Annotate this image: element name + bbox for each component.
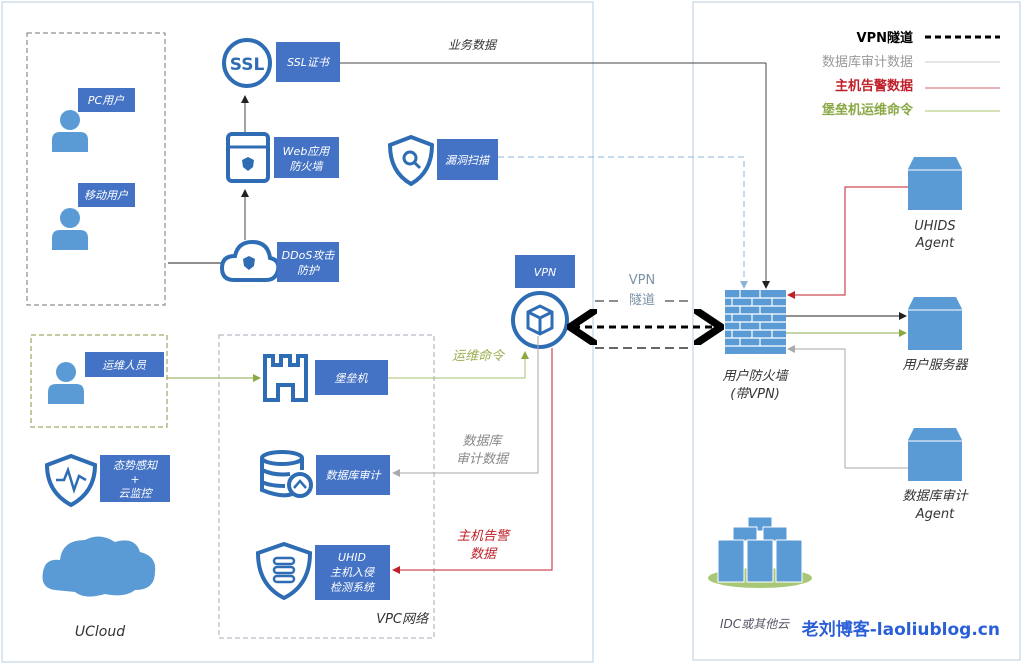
user-firewall-label: 用户防火墙 — [722, 369, 789, 384]
legend-db-audit: 数据库审计数据 — [822, 54, 913, 70]
user-firewall-icon — [725, 290, 786, 354]
svg-text:Agent: Agent — [915, 236, 955, 251]
legend: VPN隧道 数据库审计数据 主机告警数据 堡垒机运维命令 — [822, 30, 1000, 118]
uhid-shield-icon — [255, 541, 313, 601]
user-server-label: 用户服务器 — [902, 358, 968, 373]
svg-text:防护: 防护 — [297, 264, 321, 277]
uhids-agent-server-icon — [907, 156, 963, 211]
vpn-label: VPN — [534, 266, 556, 279]
database-audit-icon — [260, 450, 313, 498]
svg-text:隧道: 隧道 — [629, 292, 655, 308]
svg-text:主机入侵: 主机入侵 — [330, 566, 375, 579]
idc-label: IDC或其他云 — [720, 617, 790, 631]
vpc-label: VPC网络 — [376, 611, 430, 627]
ucloud-cloud-icon — [42, 536, 156, 597]
mobile-user-label-box — [78, 183, 135, 207]
idc-server-cluster-icon — [708, 516, 812, 588]
users-group — [26, 32, 166, 306]
waf-label: Web应用 — [283, 145, 331, 158]
ssl-label: SSL证书 — [287, 56, 331, 69]
legend-vpn-tunnel: VPN隧道 — [857, 30, 913, 46]
ucloud-label: UCloud — [75, 624, 125, 640]
pc-user-label: PC用户 — [88, 94, 125, 107]
business-data-label: 业务数据 — [448, 38, 498, 52]
ops-command-label: 运维命令 — [452, 348, 506, 364]
svg-text:数据: 数据 — [470, 547, 498, 562]
svg-text:(带VPN): (带VPN) — [730, 387, 780, 402]
uhids-agent-label: UHIDS — [914, 219, 955, 234]
ssl-icon — [222, 38, 272, 88]
vpc-network-box — [218, 334, 435, 639]
bastion-label: 堡垒机 — [335, 372, 369, 385]
svg-text:SSL: SSL — [230, 55, 265, 75]
mobile-user-icon — [52, 208, 88, 250]
mobile-user-label: 移动用户 — [84, 189, 129, 202]
vpn-tunnel-label: VPN — [629, 273, 655, 288]
db-audit-agent-label: 数据库审计 — [902, 488, 969, 504]
svg-text:云监控: 云监控 — [119, 487, 154, 500]
situation-awareness-label: 态势感知 — [113, 459, 159, 472]
ops-staff-group — [30, 334, 168, 428]
vuln-scan-label: 漏洞扫描 — [445, 154, 491, 167]
legend-ops-command: 堡垒机运维命令 — [822, 102, 914, 118]
vuln-scan-shield-icon — [387, 134, 435, 187]
svg-text:检测系统: 检测系统 — [330, 581, 376, 594]
svg-text:Agent: Agent — [915, 507, 955, 522]
svg-text:审计数据: 审计数据 — [456, 451, 510, 467]
legend-host-alert: 主机告警数据 — [835, 78, 913, 94]
ddos-label: DDoS攻击 — [282, 249, 336, 262]
svg-text:+: + — [130, 473, 139, 486]
watermark: 老刘博客-laoliublog.cn — [801, 619, 1000, 640]
ops-staff-icon — [48, 362, 84, 404]
db-audit-agent-server-icon — [907, 427, 963, 482]
db-audit-data-label: 数据库 — [462, 434, 503, 449]
pc-user-label-box — [78, 88, 135, 112]
pc-user-icon — [52, 110, 88, 152]
user-server-icon — [907, 296, 963, 351]
db-audit-label: 数据库审计 — [326, 469, 382, 482]
ops-staff-label: 运维人员 — [102, 359, 147, 372]
bastion-castle-icon — [263, 354, 308, 402]
host-alert-label: 主机告警 — [457, 529, 511, 544]
svg-text:防火墙: 防火墙 — [290, 160, 325, 173]
uhid-label: UHID — [338, 551, 366, 564]
